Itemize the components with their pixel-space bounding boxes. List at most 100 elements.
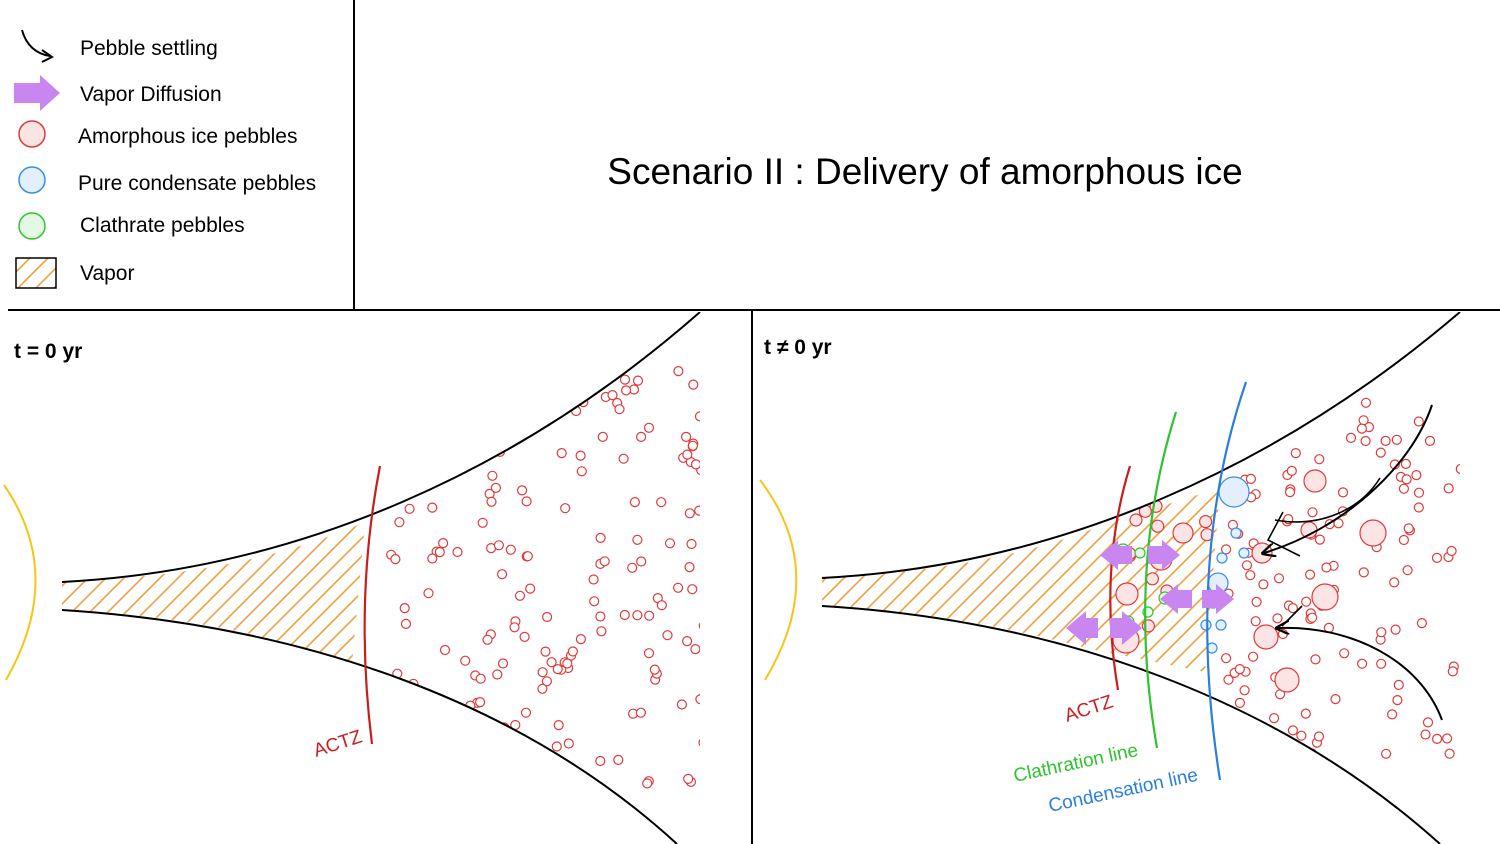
amorphous-pebble [1287,602,1299,614]
amorphous-pebble [1243,728,1255,739]
legend-clathrate: Clathrate pebbles [80,214,245,237]
frame-lines [8,0,1500,844]
amorphous-pebble [477,517,488,528]
amorphous-pebble [1431,552,1443,564]
amorphous-pebble [427,502,438,513]
pure-condensate-pebble-icon [18,166,46,194]
amorphous-pebble [1447,666,1458,677]
amorphous-pebble [514,590,526,601]
amorphous-pebble [690,459,700,470]
amorphous-pebble [390,764,401,775]
amorphous-pebble [711,619,720,628]
amorphous-pebble [1345,432,1357,443]
amorphous-pebble [541,676,553,687]
amorphous-pebble [480,431,491,442]
amorphous-pebble [1389,577,1400,588]
amorphous-pebble [676,699,688,710]
amorphous-pebble [723,754,732,763]
amorphous-pebble [589,596,600,607]
amorphous-pebble [402,384,413,395]
amorphous-pebble [1400,458,1412,469]
amorphous-pebble [1358,415,1369,426]
amorphous-pebble [1463,606,1472,615]
amorphous-pebble-large [1303,469,1327,493]
legend-pure-condensate: Pure condensate pebbles [78,172,316,195]
amorphous-pebble [556,448,567,459]
amorphous-pebble [1380,748,1392,759]
amorphous-pebble [688,379,699,390]
amorphous-pebble [412,468,423,479]
amorphous-pebble [560,503,571,514]
amorphous-pebble [1473,729,1482,738]
diffusion-arrow-right-icon [1148,540,1180,570]
amorphous-pebble [448,366,459,377]
amorphous-pebble [551,741,562,752]
amorphous-pebble [720,428,729,437]
amorphous-pebble [1300,748,1311,759]
clathrate-pebble [1134,547,1146,559]
amorphous-pebble [399,602,410,614]
actz-label-left: ACTZ [311,726,365,761]
amorphous-pebble [620,385,632,396]
amorphous-pebble-icon [18,120,46,148]
amorphous-pebble [575,450,586,461]
amorphous-pebble [687,584,698,595]
amorphous-pebble [1314,534,1326,545]
amorphous-pebble [492,669,503,680]
panel-label-left: t = 0 yr [14,340,82,363]
amorphous-pebble [440,425,451,436]
amorphous-pebble [1473,594,1482,603]
amorphous-pebble [1475,689,1484,698]
amorphous-pebble [680,431,692,442]
legend-vapor-diffusion: Vapor Diffusion [80,83,222,106]
vapor-region-right [822,488,1220,672]
amorphous-pebble [553,719,564,731]
amorphous-pebble [662,630,673,641]
amorphous-pebble [537,683,548,694]
amorphous-pebble [471,455,482,466]
amorphous-pebble [1473,455,1482,464]
amorphous-pebble [1273,573,1285,584]
amorphous-pebble [1481,453,1490,462]
amorphous-pebble [482,634,493,645]
amorphous-pebble [1375,447,1386,458]
amorphous-pebble [1443,483,1454,494]
amorphous-pebble [664,538,676,549]
amorphous-pebble [703,782,712,791]
amorphous-pebble [398,772,409,783]
amorphous-pebble [596,626,607,637]
amorphous-pebble [541,611,553,623]
amorphous-pebble [719,764,728,773]
pure-condensate-pebble [1200,619,1212,631]
amorphous-pebble [636,556,647,567]
amorphous-pebble [1337,487,1349,498]
amorphous-pebble [1376,658,1387,669]
amorphous-pebble [724,495,733,504]
amorphous-pebble [1380,435,1391,446]
amorphous-pebble [423,588,434,599]
star-edge-right [759,479,798,681]
amorphous-pebble [563,738,574,749]
amorphous-pebble [632,610,643,621]
amorphous-pebble [1413,487,1425,498]
amorphous-pebble [595,532,606,544]
amorphous-pebble [629,497,641,508]
amorphous-pebble [706,506,715,515]
amorphous-pebble [1356,658,1368,669]
amorphous-pebble [1403,523,1414,534]
amorphous-pebble [1413,502,1424,513]
amorphous-pebble [684,508,695,519]
amorphous-pebble [522,551,533,562]
amorphous-pebble [1402,565,1413,576]
amorphous-pebble [708,381,717,390]
amorphous-pebble [1339,648,1350,659]
amorphous-pebble [520,707,532,718]
amorphous-pebble [701,648,710,657]
amorphous-pebble [673,366,684,377]
amorphous-pebble [390,553,401,565]
amorphous-pebble [1247,651,1259,662]
amorphous-pebble [1277,628,1289,640]
amorphous-pebble [1476,624,1485,633]
amorphous-pebble [496,379,508,390]
amorphous-pebble [1258,579,1269,590]
